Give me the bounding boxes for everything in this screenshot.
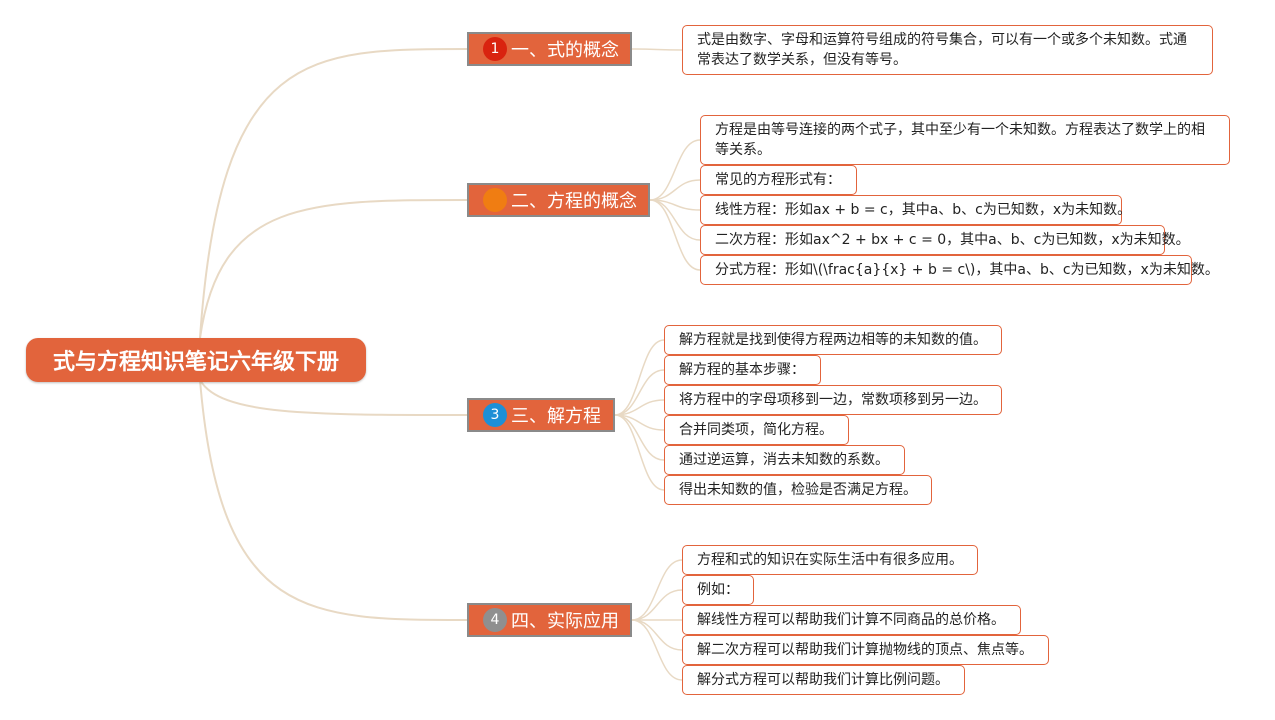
leaf-node[interactable]: 通过逆运算，消去未知数的系数。 <box>664 445 905 475</box>
connector-line <box>631 559 683 621</box>
number-badge-icon: 4 <box>483 608 507 632</box>
connector-line <box>614 339 665 416</box>
leaf-text: 解方程就是找到使得方程两边相等的未知数的值。 <box>679 332 987 348</box>
leaf-text: 例如： <box>697 582 739 598</box>
connector-line <box>614 399 665 416</box>
leaf-text: 通过逆运算，消去未知数的系数。 <box>679 452 889 468</box>
leaf-node[interactable]: 合并同类项，简化方程。 <box>664 415 849 445</box>
leaf-text: 方程是由等号连接的两个式子，其中至少有一个未知数。方程表达了数学上的相等关系。 <box>715 122 1205 158</box>
leaf-node[interactable]: 得出未知数的值，检验是否满足方程。 <box>664 475 932 505</box>
leaf-text: 合并同类项，简化方程。 <box>679 422 833 438</box>
branch-node-concept-of-expression[interactable]: 1 一、式的概念 <box>467 32 632 66</box>
leaf-node[interactable]: 线性方程：形如ax + b = c，其中a、b、c为已知数，x为未知数。 <box>700 195 1131 225</box>
leaf-text: 解二次方程可以帮助我们计算抛物线的顶点、焦点等。 <box>697 642 1033 658</box>
leaf-text: 二次方程：形如ax^2 + bx + c = 0，其中a、b、c为已知数，x为未… <box>715 232 1190 248</box>
leaf-text: 得出未知数的值，检验是否满足方程。 <box>679 482 917 498</box>
root-node[interactable]: 式与方程知识笔记六年级下册 <box>26 338 366 382</box>
connector-line <box>631 619 683 681</box>
connector-line <box>631 589 683 621</box>
branch-label: 一、式的概念 <box>511 40 619 61</box>
leaf-node[interactable]: 式是由数字、字母和运算符号组成的符号集合，可以有一个或多个未知数。式通常表达了数… <box>682 25 1213 75</box>
leaf-text: 方程和式的知识在实际生活中有很多应用。 <box>697 552 963 568</box>
leaf-text: 线性方程：形如ax + b = c，其中a、b、c为已知数，x为未知数。 <box>715 202 1132 218</box>
branch-label: 四、实际应用 <box>511 611 619 632</box>
leaf-node[interactable]: 方程是由等号连接的两个式子，其中至少有一个未知数。方程表达了数学上的相等关系。 <box>700 115 1230 165</box>
leaf-node[interactable]: 将方程中的字母项移到一边，常数项移到另一边。 <box>664 385 1002 415</box>
leaf-node[interactable]: 分式方程：形如\(\frac{a}{x} + b = c\)，其中a、b、c为已… <box>700 255 1219 285</box>
leaf-text: 解分式方程可以帮助我们计算比例问题。 <box>697 672 949 688</box>
connector-line <box>649 139 701 201</box>
leaf-node[interactable]: 解方程的基本步骤： <box>664 355 821 385</box>
leaf-node[interactable]: 方程和式的知识在实际生活中有很多应用。 <box>682 545 978 575</box>
leaf-text: 解方程的基本步骤： <box>679 362 805 378</box>
leaf-node[interactable]: 解二次方程可以帮助我们计算抛物线的顶点、焦点等。 <box>682 635 1049 665</box>
leaf-text: 解线性方程可以帮助我们计算不同商品的总价格。 <box>697 612 1005 628</box>
connector-line <box>649 199 701 241</box>
connector-line <box>199 379 468 621</box>
leaf-node[interactable]: 常见的方程形式有： <box>700 165 857 195</box>
branch-label: 二、方程的概念 <box>511 191 637 212</box>
branch-node-practical-applications[interactable]: 4 四、实际应用 <box>467 603 632 637</box>
number-badge-icon <box>483 188 507 212</box>
leaf-text: 式是由数字、字母和运算符号组成的符号集合，可以有一个或多个未知数。式通常表达了数… <box>697 32 1187 68</box>
number-badge-icon: 3 <box>483 403 507 427</box>
leaf-node[interactable]: 例如： <box>682 575 754 605</box>
leaf-node[interactable]: 解分式方程可以帮助我们计算比例问题。 <box>682 665 965 695</box>
connector-line <box>649 199 701 271</box>
connector-line <box>614 414 665 461</box>
connector-line <box>614 414 665 431</box>
leaf-text: 常见的方程形式有： <box>715 172 841 188</box>
leaf-node[interactable]: 二次方程：形如ax^2 + bx + c = 0，其中a、b、c为已知数，x为未… <box>700 225 1190 255</box>
connector-line <box>199 199 468 339</box>
branch-label: 三、解方程 <box>511 406 601 427</box>
connector-line <box>649 199 701 211</box>
leaf-node[interactable]: 解线性方程可以帮助我们计算不同商品的总价格。 <box>682 605 1021 635</box>
number-badge-icon: 1 <box>483 37 507 61</box>
branch-node-solving-equations[interactable]: 3 三、解方程 <box>467 398 615 432</box>
connector-line <box>614 369 665 416</box>
branch-node-concept-of-equation[interactable]: 二、方程的概念 <box>467 183 650 217</box>
leaf-text: 分式方程：形如\(\frac{a}{x} + b = c\)，其中a、b、c为已… <box>715 262 1219 278</box>
leaf-text: 将方程中的字母项移到一边，常数项移到另一边。 <box>679 392 987 408</box>
connector-line <box>631 48 683 51</box>
connector-line <box>614 414 665 491</box>
connector-line <box>631 619 683 651</box>
connector-line <box>649 179 701 201</box>
leaf-node[interactable]: 解方程就是找到使得方程两边相等的未知数的值。 <box>664 325 1002 355</box>
connector-line <box>199 48 468 339</box>
root-label: 式与方程知识笔记六年级下册 <box>52 350 339 375</box>
connector-line <box>199 379 468 416</box>
